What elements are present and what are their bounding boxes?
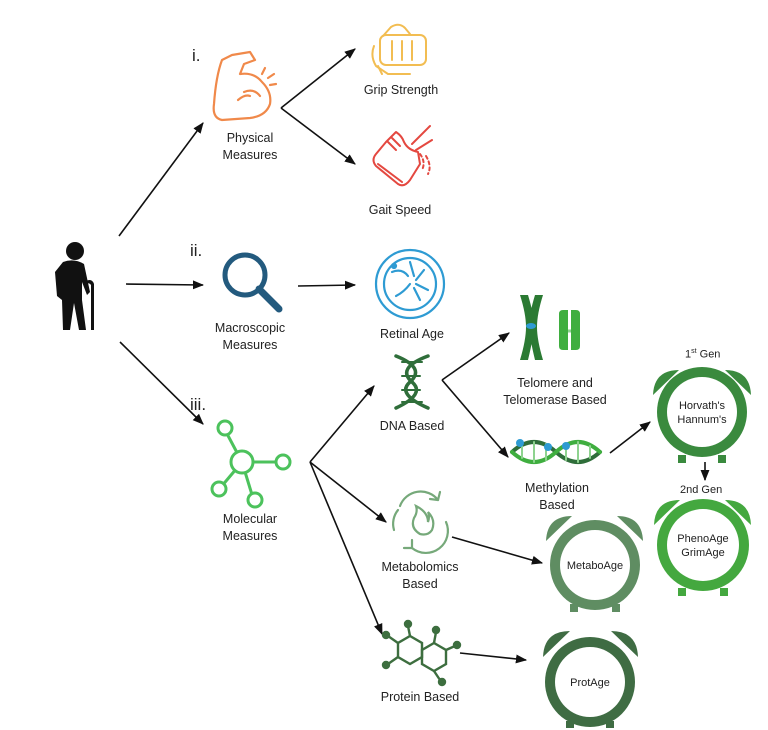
arrow-physical-grip <box>280 48 356 109</box>
step-one-label: i. <box>192 46 201 65</box>
clock-metabo <box>546 516 643 612</box>
clock-horvath <box>653 367 751 463</box>
methylated-dna-icon <box>510 439 602 464</box>
physical-line-2: Measures <box>222 148 278 162</box>
arrow-protein-protage <box>459 652 528 664</box>
prot-clock-text: ProtAge <box>570 677 610 689</box>
arrow-metabolomics-metaboage <box>451 536 544 565</box>
recycle-flame-icon <box>392 490 449 555</box>
physical-line-1: Physical <box>226 131 274 145</box>
macro-line-1: Macroscopic <box>214 321 286 335</box>
clock-prot <box>543 631 638 728</box>
magnifier-icon <box>222 252 283 313</box>
alarm-clock-icon <box>543 367 751 728</box>
hand-grip-icon <box>371 23 427 75</box>
pheno-line-2: GrimAge <box>681 547 725 559</box>
first-gen-label: 1st Gen <box>685 348 720 361</box>
pheno-line-1: PhenoAge <box>677 533 729 545</box>
clock-pheno <box>654 499 751 596</box>
arrow-person-macro <box>125 280 205 290</box>
telomere-line-2: Telomerase Based <box>503 393 607 407</box>
chromosome-icon <box>520 295 580 360</box>
arrow-physical-gait <box>280 107 356 165</box>
protein-based-label: Protein Based <box>380 690 460 704</box>
step-three-label: iii. <box>190 395 207 414</box>
eye-retina-icon <box>374 248 446 320</box>
arrow-molecular-metabolomics <box>309 461 387 523</box>
first-gen-suffix: st <box>691 348 697 355</box>
methylation-line-2: Based <box>539 498 575 512</box>
macro-line-2: Measures <box>222 338 278 352</box>
methylation-label: Methylation Based <box>507 480 607 514</box>
macroscopic-measures-label: Macroscopic Measures <box>195 320 305 354</box>
first-gen-word: Gen <box>696 348 721 361</box>
arrow-molecular-dna <box>309 385 375 463</box>
molecular-line-1: Molecular <box>222 512 278 526</box>
arrows <box>118 48 710 664</box>
arrow-molecular-protein <box>309 461 383 636</box>
arrow-macro-retinal <box>297 280 357 290</box>
molecular-line-2: Measures <box>222 529 278 543</box>
retinal-age-label: Retinal Age <box>380 327 444 341</box>
physical-measures-label: Physical Measures <box>200 130 300 164</box>
gait-speed-label: Gait Speed <box>368 203 432 217</box>
metabo-clock-text: MetaboAge <box>566 560 624 572</box>
methylation-line-1: Methylation <box>525 481 589 495</box>
step-two-label: ii. <box>190 241 203 260</box>
molecule-network-icon <box>210 419 292 509</box>
arrow-methylation-horvath <box>609 421 651 454</box>
first-gen-number: 1 <box>685 348 692 361</box>
horvath-line-2: Hannum's <box>677 414 727 426</box>
dna-helix-icon <box>394 354 430 410</box>
horvath-clock-text: Horvath's Hannum's <box>667 399 737 427</box>
running-shoe-icon <box>372 125 433 187</box>
flexed-arm-icon <box>212 50 278 122</box>
elderly-person-icon <box>55 242 94 330</box>
arrow-person-molecular <box>119 341 204 425</box>
horvath-line-1: Horvath's <box>678 400 726 412</box>
telomere-label: Telomere and Telomerase Based <box>490 375 620 409</box>
grip-strength-label: Grip Strength <box>363 83 439 97</box>
metabolomics-line-1: Metabolomics <box>381 560 459 574</box>
arrow-dna-methylation <box>441 379 509 458</box>
arrow-person-physical <box>118 122 204 237</box>
pheno-clock-text: PhenoAge GrimAge <box>668 532 738 560</box>
metabolomics-label: Metabolomics Based <box>370 559 470 593</box>
telomere-line-1: Telomere and <box>517 376 593 390</box>
metabolomics-line-2: Based <box>402 577 438 591</box>
molecular-measures-label: Molecular Measures <box>200 511 300 545</box>
dna-based-label: DNA Based <box>379 419 445 433</box>
second-gen-label: 2nd Gen <box>680 484 723 496</box>
protein-structure-icon <box>381 619 462 687</box>
arrow-dna-telomere <box>441 332 510 381</box>
